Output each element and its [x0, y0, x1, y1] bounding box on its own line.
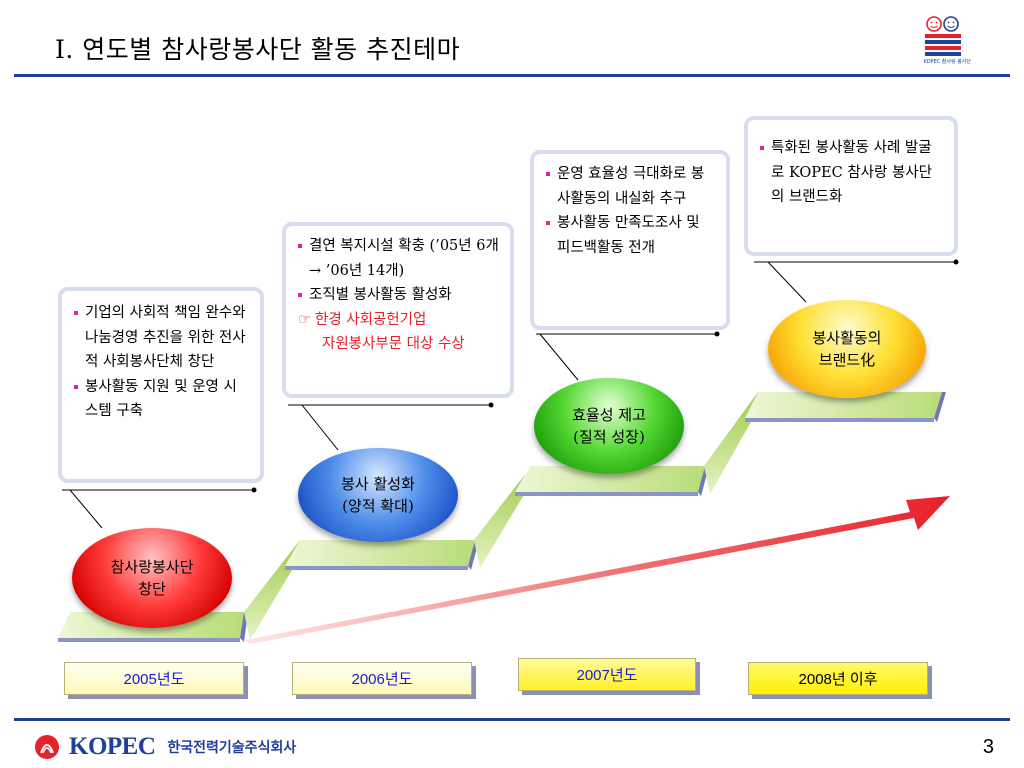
year-label-2008: 2008년 이후 [748, 662, 928, 695]
callout-2008: 특화된 봉사활동 사례 발굴로 KOPEC 참사랑 봉사단의 브랜드화 [744, 116, 958, 256]
year-label-2005: 2005년도 [64, 662, 244, 695]
kopec-emblem-icon [35, 735, 59, 759]
volunteer-logo-icon [925, 16, 961, 56]
leader-dots [251, 259, 959, 493]
header-rule [14, 74, 1010, 77]
callout-item: 특화된 봉사활동 사례 발굴로 KOPEC 참사랑 봉사단의 브랜드화 [760, 136, 944, 210]
stage-ball-2006: 봉사 활성화(양적 확대) [298, 448, 458, 542]
callout-item: 운영 효율성 극대화로 봉사활동의 내실화 추구 [546, 162, 716, 211]
step-3 [515, 466, 709, 496]
footer-rule [14, 718, 1010, 721]
callout-2005: 기업의 사회적 책임 완수와 나눔경영 추진을 위한 전사적 사회봉사단체 창단… [58, 287, 264, 483]
step-2 [285, 540, 479, 570]
year-label-2007: 2007년도 [518, 658, 696, 691]
callout-item: 기업의 사회적 책임 완수와 나눔경영 추진을 위한 전사적 사회봉사단체 창단 [74, 301, 250, 375]
leader-lines [62, 261, 955, 529]
logo-caption: KOPEC 참사랑 봉사단 [923, 59, 971, 65]
stage-ball-2007: 효율성 제고(질적 성장) [534, 378, 684, 474]
company-name-kr: 한국전력기술주식회사 [167, 740, 297, 756]
page-title: Ⅰ. 연도별 참사랑봉사단 활동 추진테마 [55, 35, 461, 64]
award-item: ☞한경 사회공헌기업 자원봉사부문 대상 수상 [298, 311, 465, 353]
callout-item: 봉사활동 지원 및 운영 시스템 구축 [74, 375, 250, 424]
year-label-2006: 2006년도 [292, 662, 472, 695]
callout-item: 봉사활동 만족도조사 및 피드백활동 전개 [546, 211, 716, 260]
footer-logo: KOPEC 한국전력기술주식회사 [33, 733, 296, 761]
callout-2006: 결연 복지시설 확충 (’05년 6개 → ’06년 14개) 조직별 봉사활동… [282, 222, 514, 398]
step-4 [745, 392, 946, 422]
callout-item: 결연 복지시설 확충 (’05년 6개 → ’06년 14개) [298, 234, 500, 283]
pointing-hand-icon: ☞ [298, 311, 311, 328]
page-number: 3 [982, 736, 994, 758]
callout-item: 조직별 봉사활동 활성화 [298, 283, 500, 308]
callout-2007: 운영 효율성 극대화로 봉사활동의 내실화 추구 봉사활동 만족도조사 및 피드… [530, 150, 730, 330]
growth-arrow-icon [245, 496, 950, 644]
company-name-en: KOPEC [69, 733, 156, 760]
